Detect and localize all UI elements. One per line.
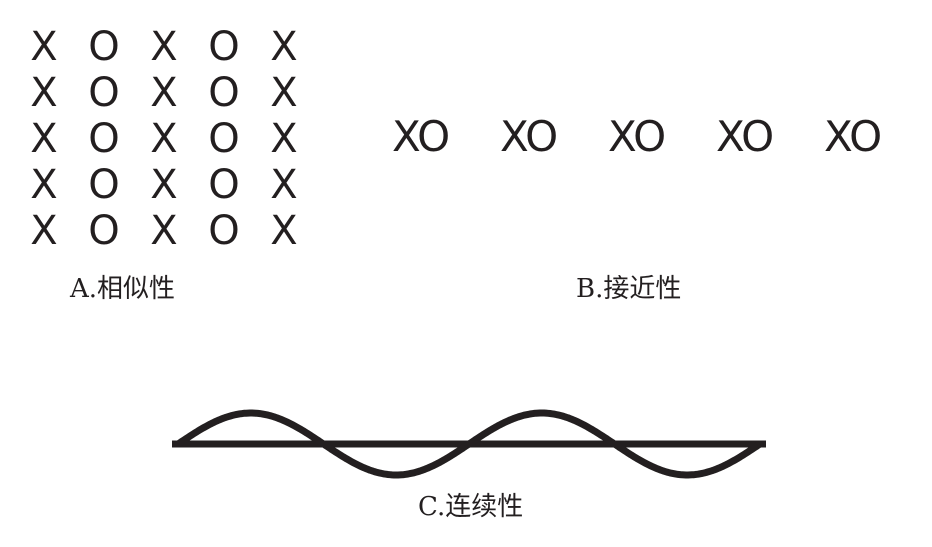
symbol-x: X bbox=[150, 208, 178, 254]
symbol-pair: XO bbox=[392, 112, 450, 161]
symbol-o: O bbox=[88, 208, 120, 254]
symbol-x: X bbox=[270, 24, 298, 70]
continuity-sine-wave bbox=[176, 409, 762, 479]
symbol-pair: XO bbox=[500, 112, 558, 161]
symbol-x: X bbox=[30, 162, 58, 208]
symbol-x: X bbox=[30, 70, 58, 116]
symbol-o: O bbox=[208, 162, 240, 208]
symbol-x: X bbox=[30, 116, 58, 162]
symbol-o: O bbox=[88, 70, 120, 116]
symbol-x: X bbox=[150, 162, 178, 208]
continuity-figure bbox=[172, 409, 766, 479]
symbol-pair: XO bbox=[608, 112, 666, 161]
symbol-o: O bbox=[88, 24, 120, 70]
symbol-x: X bbox=[270, 208, 298, 254]
symbol-x: X bbox=[150, 24, 178, 70]
caption-similarity: A.相似性 bbox=[70, 274, 176, 304]
caption-proximity: B.接近性 bbox=[576, 274, 682, 304]
symbol-o: O bbox=[208, 24, 240, 70]
proximity-row: XO XO XO XO XO bbox=[392, 112, 932, 162]
symbol-pair: XO bbox=[716, 112, 774, 161]
symbol-o: O bbox=[88, 116, 120, 162]
symbol-x: X bbox=[270, 70, 298, 116]
symbol-o: O bbox=[208, 70, 240, 116]
symbol-x: X bbox=[150, 70, 178, 116]
symbol-o: O bbox=[208, 208, 240, 254]
symbol-o: O bbox=[208, 116, 240, 162]
symbol-x: X bbox=[270, 116, 298, 162]
symbol-x: X bbox=[30, 24, 58, 70]
symbol-o: O bbox=[88, 162, 120, 208]
caption-continuity: C.连续性 bbox=[418, 492, 524, 522]
symbol-x: X bbox=[150, 116, 178, 162]
symbol-pair: XO bbox=[824, 112, 882, 161]
symbol-x: X bbox=[30, 208, 58, 254]
symbol-x: X bbox=[270, 162, 298, 208]
